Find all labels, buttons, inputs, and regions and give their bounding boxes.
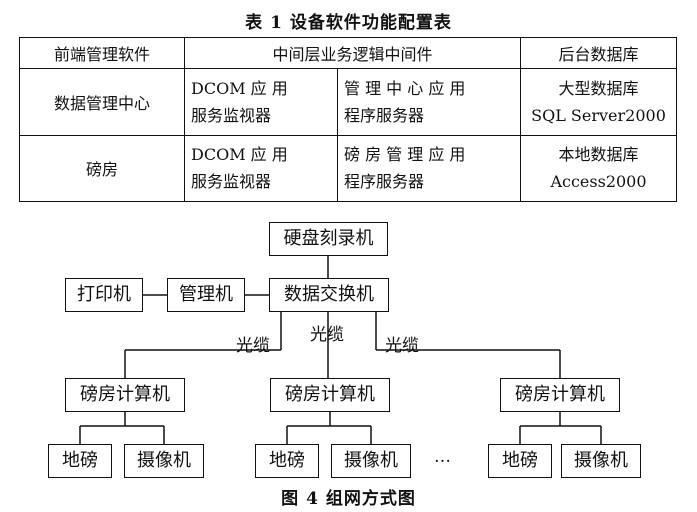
scale-node: 地磅 <box>255 444 319 478</box>
weigh-house-computer-node: 磅房计算机 <box>270 378 390 412</box>
row-middleware-cell-2: 磅 房 管 理 应 用 程序服务器 <box>337 134 521 202</box>
camera-node: 摄像机 <box>331 444 411 478</box>
row-middleware-cell-1: DCOM 应 用 服务监视器 <box>184 68 338 136</box>
row-middleware-cell-2: 管 理 中 心 应 用 程序服务器 <box>337 68 521 136</box>
figure-caption: 图 4 组网方式图 <box>281 489 416 509</box>
cell-line: 服务监视器 <box>191 172 272 192</box>
camera-node: 摄像机 <box>561 444 641 478</box>
table-row: 磅房 DCOM 应 用 服务监视器 磅 房 管 理 应 用 程序服务器 本地数据… <box>19 134 677 202</box>
table-caption: 表 1 设备软件功能配置表 <box>245 13 452 33</box>
column-header-database: 后台数据库 <box>520 37 677 69</box>
cable-label: 光缆 <box>236 336 270 356</box>
row-database-cell: 本地数据库 Access2000 <box>520 134 677 202</box>
column-header-frontend: 前端管理软件 <box>19 37 185 69</box>
cell-line: 程序服务器 <box>344 172 425 192</box>
cell-line: Access2000 <box>550 172 647 192</box>
cable-label: 光缆 <box>310 325 344 345</box>
camera-node: 摄像机 <box>124 444 204 478</box>
row-frontend-cell: 磅房 <box>19 134 185 202</box>
scale-node: 地磅 <box>48 444 112 478</box>
row-database-cell: 大型数据库 SQL Server2000 <box>520 68 677 136</box>
cell-line: 管 理 中 心 应 用 <box>344 78 466 98</box>
row-middleware-cell-1: DCOM 应 用 服务监视器 <box>184 134 338 202</box>
cell-line: SQL Server2000 <box>531 105 666 125</box>
ellipsis-mark: … <box>434 447 451 467</box>
printer-node: 打印机 <box>65 278 143 312</box>
column-header-middleware: 中间层业务逻辑中间件 <box>184 37 521 69</box>
cell-line: 程序服务器 <box>344 105 425 125</box>
data-switch-node: 数据交换机 <box>269 278 389 312</box>
weigh-house-computer-node: 磅房计算机 <box>65 378 185 412</box>
table-header-row: 前端管理软件 中间层业务逻辑中间件 后台数据库 <box>19 37 677 69</box>
weigh-house-computer-node: 磅房计算机 <box>500 378 620 412</box>
cell-line: 大型数据库 <box>558 78 639 98</box>
manager-node: 管理机 <box>167 278 245 312</box>
cable-label: 光缆 <box>385 336 419 356</box>
row-frontend-cell: 数据管理中心 <box>19 68 185 136</box>
table-row: 数据管理中心 DCOM 应 用 服务监视器 管 理 中 心 应 用 程序服务器 … <box>19 68 677 136</box>
cell-line: DCOM 应 用 <box>191 78 288 98</box>
software-config-table: 前端管理软件 中间层业务逻辑中间件 后台数据库 数据管理中心 DCOM 应 用 … <box>19 37 677 202</box>
cell-line: 磅 房 管 理 应 用 <box>344 145 466 165</box>
hard-disk-burner-node: 硬盘刻录机 <box>269 222 388 256</box>
cell-line: DCOM 应 用 <box>191 145 288 165</box>
cell-line: 服务监视器 <box>191 105 272 125</box>
cell-line: 本地数据库 <box>558 145 639 165</box>
scale-node: 地磅 <box>488 444 552 478</box>
